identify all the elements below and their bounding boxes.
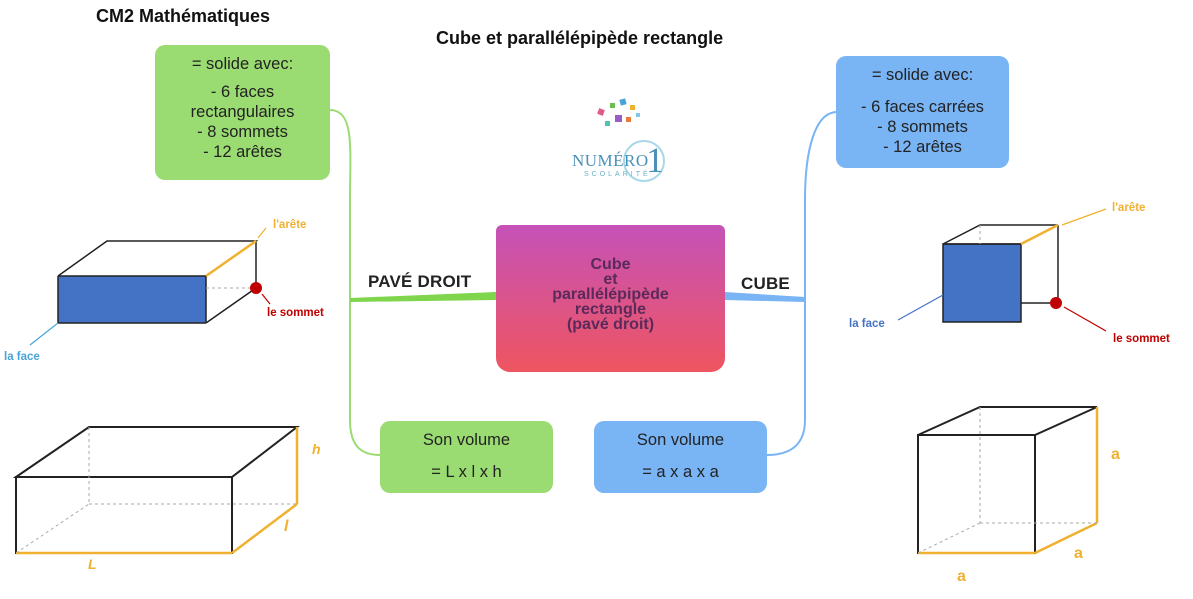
center-line-5: (pavé droit) (566, 316, 655, 333)
pave-dim-width: l (284, 518, 289, 535)
link-right-main (725, 292, 805, 302)
central-topic: Cube et parallélépipède rectangle (pavé … (496, 225, 725, 372)
pave-volume-box: Son volume = L x l x h (380, 421, 553, 493)
pave-front-face (58, 276, 206, 323)
center-line-2: et (603, 271, 618, 288)
cube-volume-title: Son volume (636, 431, 725, 449)
cube-dimensions-figure (917, 406, 1099, 555)
pave-vertex-dot (250, 282, 262, 294)
logo-sub: SCOLARITÉ (584, 171, 651, 178)
center-line-3: parallélépipède (552, 286, 669, 303)
subject-title: CM2 Mathématiques (96, 6, 271, 26)
logo-name: NUMÉRO (572, 151, 649, 170)
pave-def-line-2: - 6 faces (210, 83, 275, 101)
cube-def-line-3: - 8 sommets (877, 118, 968, 136)
cube-definition-box: = solide avec: - 6 faces carrées - 8 som… (836, 56, 1009, 168)
pave-label-face: la face (4, 351, 40, 363)
pave-figure (29, 227, 271, 346)
link-left-bottom (349, 300, 381, 456)
cube-volume-formula: = a x a x a (642, 463, 719, 481)
pave-label-edge: l'arête (273, 219, 307, 231)
pave-def-line-1: = solide avec: (191, 55, 294, 73)
cube-dim-right: a (1111, 446, 1120, 463)
logo-graphic (597, 98, 665, 182)
cube-label-edge: l'arête (1112, 202, 1146, 214)
center-line-1: Cube (590, 256, 631, 273)
link-right-bottom (766, 300, 806, 456)
pave-definition-box: = solide avec: - 6 faces rectangulaires … (155, 45, 330, 180)
cube-label-face: la face (849, 318, 885, 330)
cube-volume-box: Son volume = a x a x a (594, 421, 767, 493)
link-left-main (350, 292, 496, 302)
logo-number: 1 (646, 140, 664, 180)
pave-label-vertex: le sommet (267, 307, 324, 319)
pave-volume-formula: = L x l x h (431, 463, 502, 481)
pave-dimensions-figure (12, 426, 300, 555)
pave-def-line-4: - 8 sommets (197, 123, 288, 141)
center-line-4: rectangle (574, 301, 647, 318)
cube-dim-bottom: a (957, 568, 966, 585)
cube-dim-depth: a (1074, 545, 1083, 562)
numero1-logo: NUMÉRO 1 SCOLARITÉ (570, 95, 680, 190)
link-left-top (329, 109, 352, 300)
cube-def-line-1: = solide avec: (871, 66, 974, 84)
pave-def-line-3: rectangulaires (190, 103, 295, 121)
cube-def-line-2: - 6 faces carrées (861, 98, 984, 116)
pave-volume-title: Son volume (422, 431, 511, 449)
link-right-top (804, 111, 838, 300)
branch-label-cube: CUBE (741, 274, 790, 293)
cube-def-line-4: - 12 arêtes (883, 138, 962, 156)
pave-def-line-5: - 12 arêtes (203, 143, 282, 161)
cube-label-vertex: le sommet (1113, 333, 1170, 345)
pave-dim-length: L (88, 556, 97, 572)
branch-label-pave: PAVÉ DROIT (368, 272, 472, 291)
cube-figure (897, 208, 1107, 332)
page-title: Cube et parallélépipède rectangle (436, 28, 724, 48)
pave-dim-height: h (312, 441, 321, 457)
cube-vertex-dot (1050, 297, 1062, 309)
cube-front-face (943, 244, 1021, 322)
